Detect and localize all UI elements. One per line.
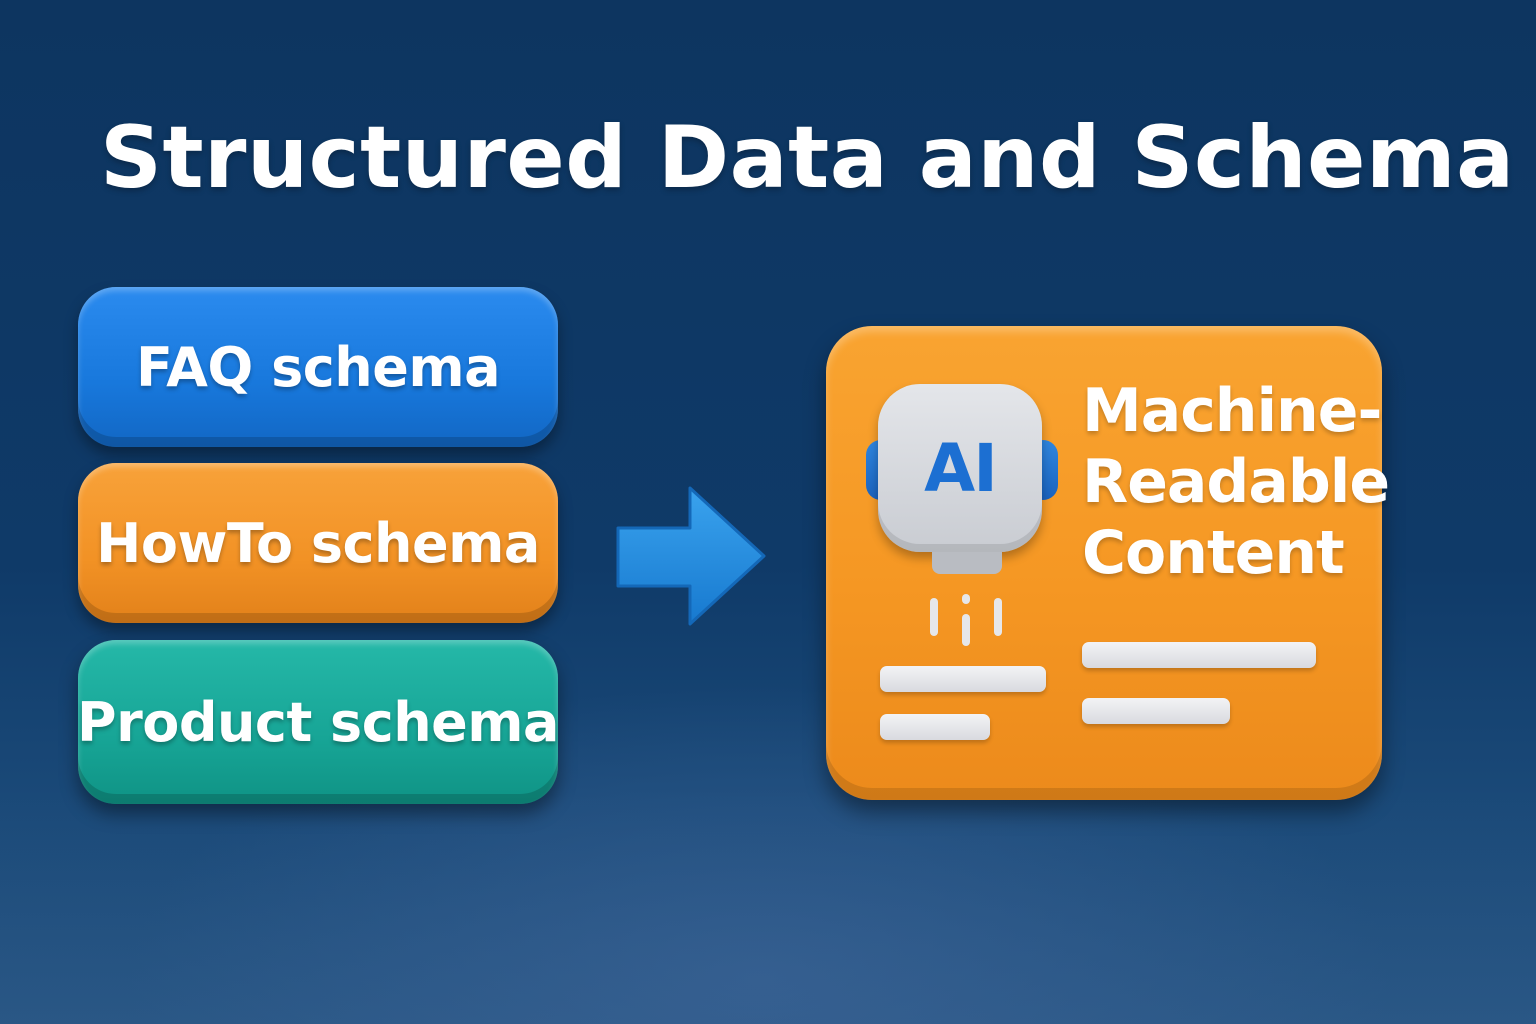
product-schema-block: Product schema [77,640,559,804]
signal-bar [962,594,970,604]
signal-bar [962,614,970,646]
arrow-right-icon [616,486,766,626]
signal-bar [994,598,1002,636]
faq-schema-block: FAQ schema [78,287,558,447]
page-title: Structured Data and Schema [100,108,1515,208]
floor-reflection [0,790,1536,1024]
content-line [1082,698,1230,724]
card-title-line: Content [1082,518,1345,588]
robot-neck [932,552,1002,574]
robot-ai-label: AI [924,429,998,507]
content-line [880,714,990,740]
faq-schema-label: FAQ schema [135,335,501,399]
card-title-line: Machine- [1082,376,1382,446]
howto-schema-label: HowTo schema [96,511,540,575]
machine-readable-card: AI Machine- Readable Content [826,326,1390,800]
product-schema-label: Product schema [77,690,559,754]
card-title: Machine- Readable Content [1082,376,1390,589]
howto-schema-block: HowTo schema [78,463,558,623]
signal-bar [930,598,938,636]
card-title-line: Readable [1082,447,1390,517]
content-line [1082,642,1316,668]
ai-robot-icon: AI [866,382,1062,646]
robot-head: AI [878,384,1042,552]
content-line [880,666,1046,692]
